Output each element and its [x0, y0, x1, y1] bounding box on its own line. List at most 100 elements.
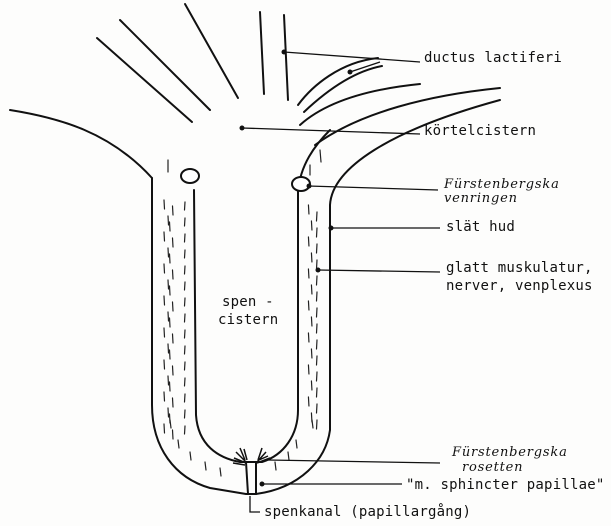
wall-hatch-mark: [173, 398, 174, 407]
wall-hatch-mark: [185, 346, 186, 354]
duct-4b: [304, 66, 382, 112]
wall-hatch-mark: [185, 218, 186, 226]
duct-3b: [284, 15, 288, 100]
pointer-rosette: [268, 460, 440, 463]
wall-hatch-mark: [317, 372, 318, 381]
wall-hatch-mark: [317, 260, 318, 269]
duct-1: [97, 38, 192, 122]
wall-hatch-mark: [185, 314, 186, 322]
wall-hatch-mark: [317, 404, 318, 413]
wall-hatch-mark: [312, 420, 313, 428]
wall-hatch-mark: [173, 430, 174, 439]
wall-hatch-mark: [190, 452, 191, 460]
wall-hatch-mark: [311, 253, 312, 262]
duct-3: [260, 12, 264, 94]
wall-hatch-mark: [170, 420, 171, 428]
wall-hatch-mark: [164, 264, 165, 273]
wall-hatch-mark: [317, 228, 318, 237]
duct-2: [185, 4, 238, 98]
wall-hatch-mark: [164, 392, 165, 401]
wall-hatch-mark: [185, 202, 186, 210]
wall-hatch-mark: [170, 254, 171, 263]
wall-hatch-mark: [173, 334, 174, 343]
wall-hatch-mark: [317, 356, 318, 365]
wall-hatch-mark: [168, 248, 169, 257]
wall-hatch-mark: [317, 292, 318, 301]
wall-hatch-mark: [164, 296, 165, 305]
label-spenkanal: spenkanal (papillargång): [264, 504, 471, 520]
label-spencistern-line2: cistern: [218, 312, 278, 328]
wall-hatch-mark: [317, 308, 318, 317]
wall-hatch-mark: [185, 266, 186, 274]
label-muscle-line2: nerver, venplexus: [446, 278, 593, 294]
wall-hatch-mark: [168, 280, 169, 289]
label-rosette-line2: rosetten: [462, 461, 523, 474]
pointer-ductus-1: [284, 52, 420, 62]
wall-hatch-mark: [317, 324, 318, 333]
wall-hatch-mark: [320, 150, 321, 162]
wall-hatch-mark: [296, 440, 297, 448]
wall-hatch-mark: [185, 298, 186, 306]
wall-hatch-mark: [185, 282, 186, 290]
wall-hatch-mark: [185, 250, 186, 258]
wall-hatch-mark: [311, 221, 312, 230]
wall-hatch-mark: [308, 205, 309, 214]
wall-hatch-mark: [164, 200, 165, 209]
wall-hatch-mark: [168, 344, 169, 353]
wall-hatch-mark: [185, 426, 186, 434]
wall-hatch-mark: [170, 350, 171, 359]
wall-hatch-mark: [185, 378, 186, 386]
wall-hatch-mark: [317, 420, 318, 429]
label-venring-line1: Fürstenbergska: [444, 178, 560, 191]
pointer-kortelcistern: [242, 128, 420, 134]
wall-hatch-mark: [185, 330, 186, 338]
wall-hatch-mark: [164, 328, 165, 337]
wall-hatch-mark: [168, 216, 169, 225]
wall-hatch-mark: [317, 212, 318, 221]
label-muscle-line1: glatt muskulatur,: [446, 260, 593, 276]
wall-hatch-mark: [185, 362, 186, 370]
wall-hatch-mark: [185, 394, 186, 402]
wall-hatch-mark: [308, 365, 309, 374]
wall-hatch-mark: [170, 382, 171, 391]
wall-hatch-mark: [185, 410, 186, 418]
wall-hatch-mark: [205, 462, 206, 470]
wall-hatch-mark: [164, 424, 165, 433]
wall-hatch-mark: [311, 349, 312, 358]
wall-hatch-mark: [308, 397, 309, 406]
wall-hatch-mark: [317, 388, 318, 397]
wall-hatch-mark: [288, 452, 289, 460]
wall-hatch-mark: [168, 312, 169, 321]
wall-hatch-mark: [275, 462, 276, 470]
pointer-canal: [250, 496, 260, 512]
teat-canal-left: [246, 462, 248, 494]
teat-outer-wall: [152, 100, 500, 494]
label-ductus-lactiferi: ductus lactiferi: [424, 50, 562, 66]
wall-hatch-mark: [308, 269, 309, 278]
wall-hatch-mark: [317, 276, 318, 285]
wall-hatch-mark: [170, 286, 171, 295]
wall-hatch-mark: [164, 232, 165, 241]
wall-hatch-mark: [220, 468, 221, 476]
wall-hatch-mark: [173, 366, 174, 375]
wall-hatch-mark: [168, 376, 169, 385]
wall-hatch-mark: [173, 270, 174, 279]
wall-hatch-mark: [173, 238, 174, 247]
pointer-venring: [308, 186, 438, 190]
wall-hatch-mark: [311, 285, 312, 294]
vein-ring-right: [292, 177, 310, 191]
wall-hatch-mark: [170, 318, 171, 327]
wall-hatch-mark: [308, 237, 309, 246]
wall-hatch-mark: [317, 340, 318, 349]
wall-hatch-mark: [168, 408, 169, 417]
label-spencistern-line1: spen -: [222, 294, 274, 310]
wall-hatch-mark: [170, 222, 171, 231]
duct-1b: [120, 20, 210, 110]
label-slat-hud: slät hud: [446, 219, 515, 235]
wall-hatch-mark: [173, 302, 174, 311]
wall-hatch-mark: [311, 381, 312, 390]
wall-hatch-mark: [178, 440, 179, 448]
label-venring-line2: venringen: [444, 192, 518, 205]
vein-ring-left: [181, 169, 199, 183]
